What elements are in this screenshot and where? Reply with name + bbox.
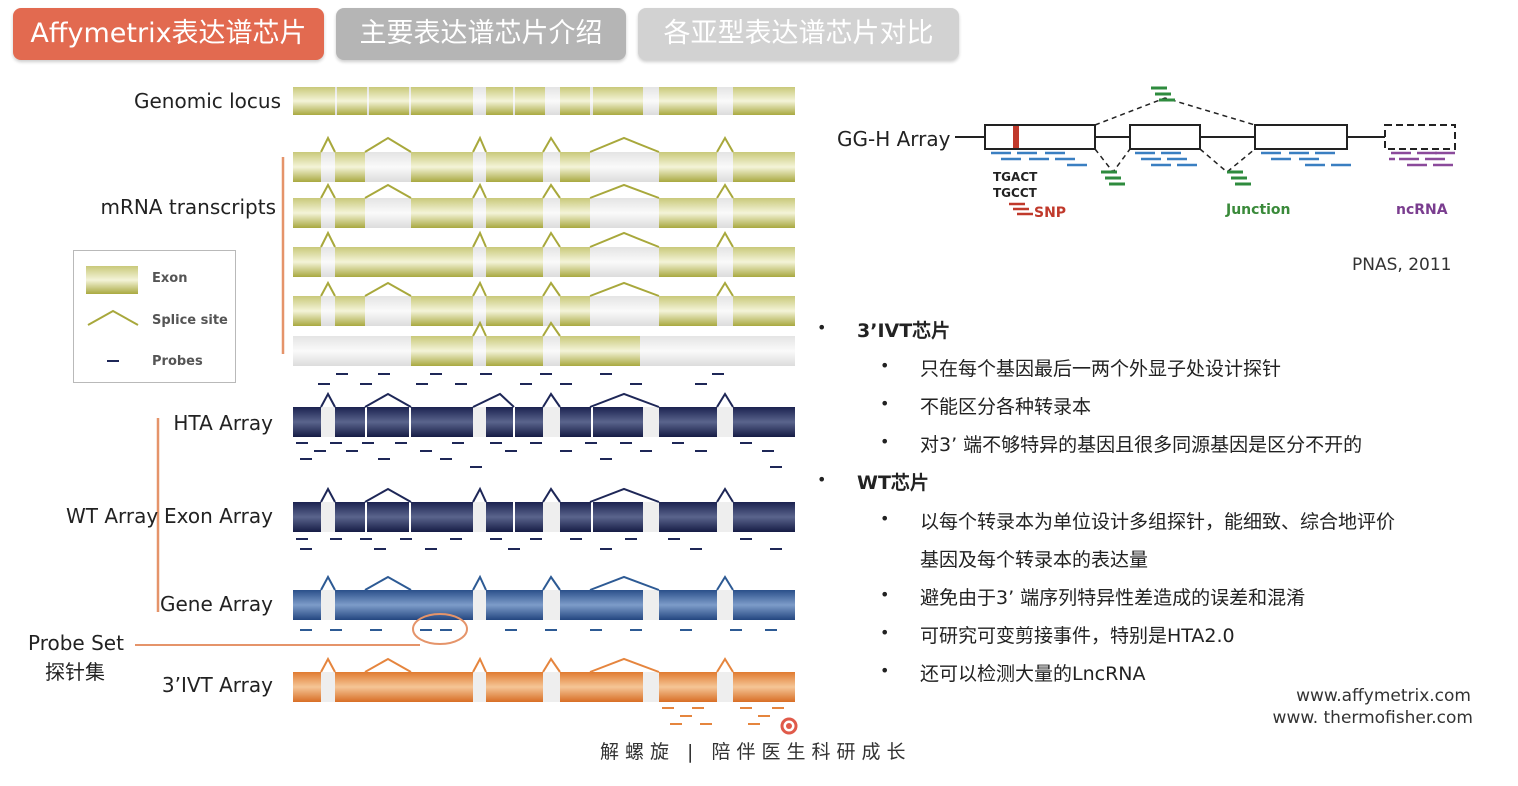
legend-splice-label: Splice site [152, 313, 228, 328]
ivt-item-2: 不能区分各种转录本 [920, 396, 1092, 418]
exon-array-track [293, 486, 795, 532]
link-affymetrix[interactable]: www.affymetrix.com [1296, 686, 1471, 706]
wt-item-1: 以每个转录本为单位设计多组探针，能细致、综合地评价 [920, 511, 1396, 533]
label-ivt-array: 3’IVT Array [161, 673, 273, 697]
label-junction: Junction [1226, 202, 1291, 218]
bullet-dot: • [880, 661, 890, 680]
legend-probes-label: Probes [152, 354, 203, 369]
label-probe-set: Probe Set [28, 631, 124, 655]
label-wt-array: WT Array [66, 504, 159, 528]
bullet-dot: • [817, 318, 827, 337]
bullet-dot: • [880, 509, 890, 528]
bullet-dot: • [880, 356, 890, 375]
hta-probes-bottom [296, 442, 782, 468]
bullet-dot: • [880, 623, 890, 642]
hta-array-track [293, 391, 795, 437]
label-ggh-array: GG-H Array [837, 127, 951, 151]
genomic-locus-track [293, 87, 795, 115]
link-thermofisher[interactable]: www. thermofisher.com [1272, 708, 1473, 728]
gene-array-track [293, 574, 795, 620]
label-mrna-transcripts: mRNA transcripts [100, 195, 276, 219]
legend-exon-label: Exon [152, 271, 188, 286]
wt-item-3: 可研究可变剪接事件，特别是HTA2.0 [920, 625, 1235, 647]
mrna-transcript-1 [293, 135, 795, 182]
citation: PNAS, 2011 [1352, 255, 1452, 275]
probe-set-circle [412, 613, 468, 645]
label-ncrna: ncRNA [1396, 202, 1448, 218]
hta-probes-top [318, 373, 724, 385]
exon-probes [296, 538, 782, 550]
ggh-array-schematic [955, 86, 1456, 216]
seq-1: TGACT [993, 170, 1038, 184]
wt-item-4: 还可以检测大量的LncRNA [920, 663, 1146, 685]
legend-splice-swatch [87, 309, 139, 326]
legend-exon-swatch [86, 266, 138, 294]
wt-item-1-cont: 基因及每个转录本的表达量 [920, 549, 1149, 571]
tab-affymetrix[interactable]: Affymetrix表达谱芯片 [13, 8, 324, 60]
bullet-dot: • [880, 432, 890, 451]
label-hta-array: HTA Array [173, 411, 273, 435]
mrna-transcript-2 [293, 182, 795, 228]
array-design-diagram [135, 87, 798, 735]
mrna-transcript-4 [293, 280, 795, 326]
label-gene-array: Gene Array [159, 592, 273, 616]
ivt-array-track [293, 656, 795, 702]
label-genomic-locus: Genomic locus [134, 89, 281, 113]
tab-subtype-comparison[interactable]: 各亚型表达谱芯片对比 [638, 8, 959, 60]
heading-ivt: 3’IVT芯片 [857, 320, 951, 342]
label-snp: SNP [1034, 205, 1067, 221]
ivt-item-1: 只在每个基因最后一两个外显子处设计探针 [920, 358, 1282, 380]
mrna-transcript-5 [293, 320, 795, 366]
label-exon-array: Exon Array [164, 504, 273, 528]
tab-main-arrays[interactable]: 主要表达谱芯片介绍 [336, 8, 626, 60]
label-probe-set-cn: 探针集 [45, 660, 105, 684]
wt-item-2: 避免由于3’ 端序列特异性差造成的误差和混淆 [920, 587, 1306, 609]
bullet-dot: • [880, 585, 890, 604]
ivt-probes [662, 707, 784, 725]
footer-slogan: 解螺旋 | 陪伴医生科研成长 [600, 741, 912, 763]
ivt-item-3: 对3’ 端不够特异的基因且很多同源基因是区分不开的 [920, 434, 1363, 456]
bullet-dot: • [817, 470, 827, 489]
legend: Exon Splice site Probes [73, 250, 236, 383]
bullet-dot: • [880, 394, 890, 413]
seq-2: TGCCT [993, 186, 1037, 200]
heading-wt: WT芯片 [857, 472, 929, 494]
mrna-transcript-3 [293, 230, 795, 277]
